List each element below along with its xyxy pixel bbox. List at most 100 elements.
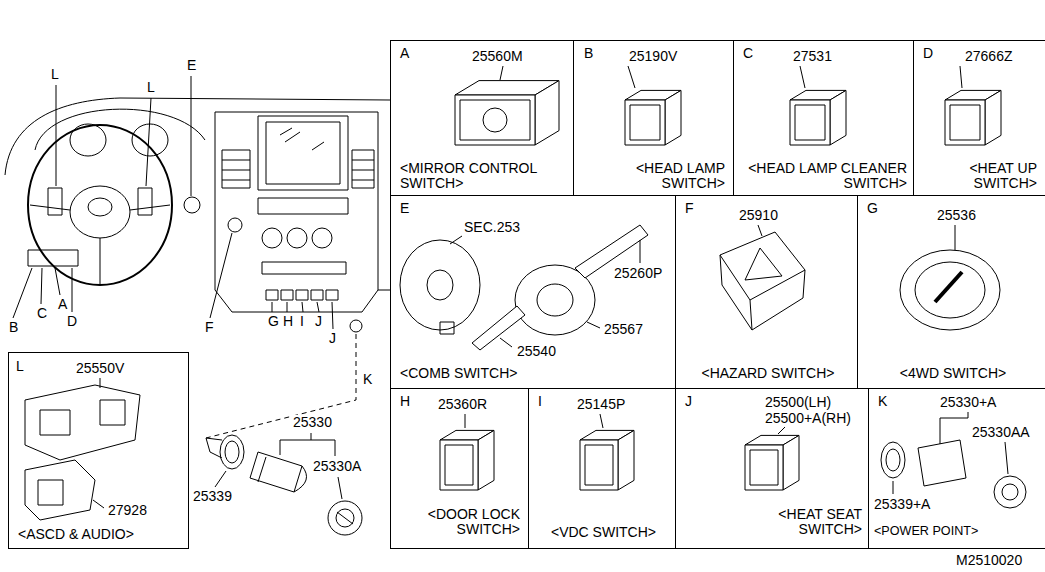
leader-line <box>41 268 42 304</box>
part-number: 25339 <box>192 489 233 504</box>
clock-spring-connector <box>440 322 454 334</box>
part-number: 25500+A(RH) <box>764 411 852 426</box>
part-number: 25536 <box>936 208 977 223</box>
lighter-socket <box>258 457 307 492</box>
lighter-bezel <box>220 435 244 469</box>
panel-caption: <HEAT SEAT SWITCH> <box>716 507 863 538</box>
part-number: 25260P <box>613 266 663 281</box>
ignition <box>184 197 200 213</box>
clock-spring <box>427 270 453 300</box>
panel-letter: D <box>922 46 934 61</box>
power-point-cap <box>994 476 1026 508</box>
clock-spring <box>400 240 480 330</box>
callout-letter: H <box>282 314 294 329</box>
leader-line <box>100 378 101 388</box>
leader-line <box>600 414 603 428</box>
callout-letter: L <box>146 80 156 95</box>
callout-letter: F <box>204 320 215 335</box>
left-switch-pod <box>28 250 78 266</box>
hazard-button <box>228 218 242 232</box>
4wd-dial <box>900 250 1000 330</box>
ascd-switch-pod <box>25 385 140 460</box>
leader-line <box>338 477 342 499</box>
panel-caption: <POWER POINT> <box>873 525 1045 539</box>
lighter-bezel <box>225 441 239 463</box>
bracket-line <box>311 433 312 440</box>
leader-line <box>800 66 805 88</box>
diagram-code: M2510020 <box>955 553 1023 568</box>
cleaner-switch <box>790 100 830 145</box>
panel-caption: <HEAT UP SWITCH> <box>924 161 1038 192</box>
leader-line <box>215 471 226 487</box>
nissan-logo <box>88 198 112 216</box>
audio-switch-pod <box>38 480 63 505</box>
console-switch <box>326 290 338 300</box>
heat-seat-switch <box>783 435 799 490</box>
audio-switch-pod <box>25 460 95 520</box>
leader-line <box>287 302 288 312</box>
part-number: 25330A <box>312 459 362 474</box>
lighter-plug <box>328 501 362 535</box>
part-number: 27928 <box>107 503 148 518</box>
spoke-switch <box>138 188 152 215</box>
knob <box>312 228 332 248</box>
comb-switch-body <box>537 284 573 316</box>
leader-line <box>465 414 466 428</box>
head-lamp-switch <box>630 105 660 140</box>
4wd-dial <box>915 262 985 318</box>
bezel-bracket <box>206 438 222 458</box>
vdc-switch <box>585 445 613 485</box>
knob <box>287 228 307 248</box>
panel-caption: <DOOR LOCK SWITCH> <box>399 507 521 538</box>
panel-caption: <HAZARD SWITCH> <box>684 366 852 381</box>
part-number: 27531 <box>792 49 833 64</box>
leader-line <box>332 302 333 329</box>
screen <box>266 122 340 184</box>
part-number: 25560M <box>471 49 524 64</box>
power-point-bezel <box>881 442 905 478</box>
steering-wheel <box>28 125 172 285</box>
head-lamp-switch <box>625 100 665 145</box>
parts-panel: L25550V27928<ASCD & AUDIO> <box>8 352 189 549</box>
part-number: 25540 <box>516 344 557 359</box>
parts-panel: J25500(LH)25500+A(RH)<HEAT SEAT SWITCH> <box>675 388 869 549</box>
part-number: 25360R <box>437 397 488 412</box>
callout-letter: J <box>314 314 323 329</box>
callout-letter: G <box>267 314 280 329</box>
leader-line <box>55 268 60 295</box>
spoke-switch <box>48 188 62 215</box>
leader-line <box>272 302 273 312</box>
mirror-switch <box>460 100 530 140</box>
callout-letter: E <box>186 58 197 73</box>
callout-letter: I <box>299 314 305 329</box>
parts-panel: K25330+A25330AA25339+A<POWER POINT> <box>868 388 1045 549</box>
panel-letter: A <box>399 46 410 61</box>
power-point <box>350 320 362 332</box>
leader-line <box>146 98 151 186</box>
leader-line <box>13 268 32 318</box>
leader-line <box>500 338 512 347</box>
leader-line <box>210 233 232 318</box>
leader-line <box>1005 442 1008 474</box>
heat-up-switch <box>985 90 1001 145</box>
power-point-bezel <box>886 449 900 471</box>
parts-panel: H25360R<DOOR LOCK SWITCH> <box>390 388 529 549</box>
heat-up-switch <box>945 100 985 145</box>
parts-panel: A25560M<MIRROR CONTROL SWITCH> <box>390 40 574 196</box>
hazard-triangle <box>745 248 782 280</box>
cleaner-switch <box>795 105 825 140</box>
leader-line <box>893 481 894 494</box>
panel-caption: <HEAD LAMP SWITCH> <box>588 161 726 192</box>
leader-line <box>56 85 57 186</box>
hazard-switch <box>720 255 805 330</box>
panel-letter: F <box>684 201 695 216</box>
console-switch <box>266 290 278 300</box>
callout-letter: B <box>8 320 19 335</box>
leader-line <box>955 225 956 250</box>
panel-caption: <COMB SWITCH> <box>399 366 671 381</box>
mirror-switch <box>455 95 535 145</box>
panel-letter: G <box>866 201 879 216</box>
power-point-socket <box>918 440 966 486</box>
